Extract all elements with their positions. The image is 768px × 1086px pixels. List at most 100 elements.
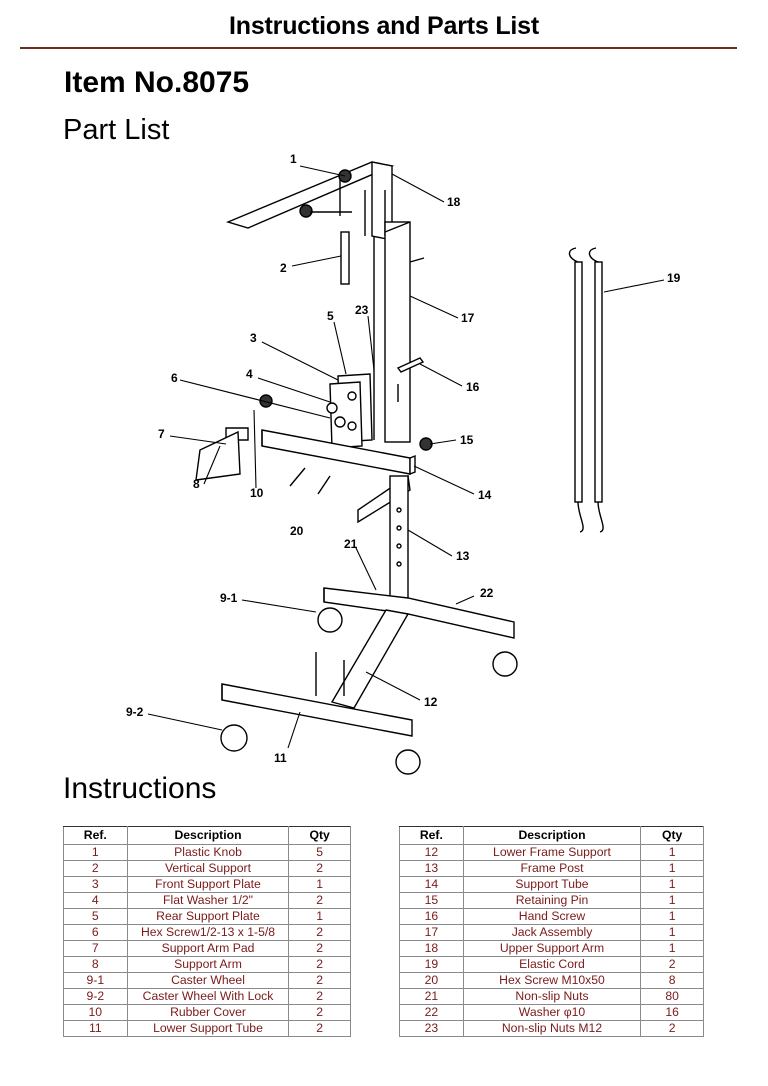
callout-label: 7 [158, 427, 165, 441]
callout-label: 6 [171, 371, 178, 385]
callout-label: 22 [480, 586, 494, 600]
part-qty-cell: 2 [288, 860, 351, 877]
part-description-cell: Washer φ10 [462, 1004, 642, 1021]
ref-header: Ref. [399, 826, 464, 845]
ref-header: Ref. [63, 826, 128, 845]
part-description-cell: Upper Support Arm [462, 940, 642, 957]
part-ref-cell: 3 [63, 876, 128, 893]
qty-header: Qty [288, 826, 351, 845]
callout-label: 20 [290, 524, 304, 538]
part-ref-cell: 9-1 [63, 972, 128, 989]
part-list-heading: Part List [63, 114, 170, 146]
part-description-cell: Support Arm Pad [126, 940, 290, 957]
callout-label: 13 [456, 549, 470, 563]
part-qty-cell: 1 [288, 876, 351, 893]
part-ref-cell: 6 [63, 924, 128, 941]
instructions-heading: Instructions [63, 772, 217, 805]
part-ref-cell: 5 [63, 908, 128, 925]
callout-label: 9-2 [126, 705, 144, 719]
part-description-cell: Frame Post [462, 860, 642, 877]
part-ref-cell: 2 [63, 860, 128, 877]
callout-label: 12 [424, 695, 438, 709]
part-ref-cell: 21 [399, 988, 464, 1005]
part-ref-cell: 22 [399, 1004, 464, 1021]
part-ref-cell: 14 [399, 876, 464, 893]
callout-label: 19 [667, 271, 681, 285]
part-qty-cell: 1 [640, 860, 704, 877]
part-ref-cell: 11 [63, 1020, 128, 1037]
part-ref-cell: 19 [399, 956, 464, 973]
part-ref-cell: 12 [399, 844, 464, 861]
qty-header: Qty [640, 826, 704, 845]
callout-label: 11 [274, 751, 287, 765]
callout-label: 18 [447, 195, 461, 209]
part-qty-cell: 1 [640, 940, 704, 957]
part-description-cell: Retaining Pin [462, 892, 642, 909]
part-qty-cell: 2 [288, 1004, 351, 1021]
part-description-cell: Support Arm [126, 956, 290, 973]
part-qty-cell: 80 [640, 988, 704, 1005]
part-description-cell: Vertical Support [126, 860, 290, 877]
part-description-cell: Jack Assembly [462, 924, 642, 941]
part-ref-cell: 9-2 [63, 988, 128, 1005]
part-description-cell: Rear Support Plate [126, 908, 290, 925]
part-description-cell: Lower Support Tube [126, 1020, 290, 1037]
part-qty-cell: 8 [640, 972, 704, 989]
part-description-cell: Caster Wheel With Lock [126, 988, 290, 1005]
description-header: Description [126, 826, 290, 845]
part-description-cell: Flat Washer 1/2" [126, 892, 290, 909]
part-qty-cell: 2 [288, 988, 351, 1005]
callout-label: 2 [280, 261, 287, 275]
part-qty-cell: 1 [640, 924, 704, 941]
item-number: Item No.8075 [64, 66, 250, 99]
part-qty-cell: 5 [288, 844, 351, 861]
callout-label: 3 [250, 331, 257, 345]
part-ref-cell: 1 [63, 844, 128, 861]
diagram-callouts: 1 2 3 4 5 6 7 8 9-1 9-2 10 11 12 13 14 1… [126, 152, 681, 765]
callout-label: 9-1 [220, 591, 238, 605]
callout-label: 16 [466, 380, 480, 394]
part-ref-cell: 7 [63, 940, 128, 957]
callout-label: 5 [327, 309, 334, 323]
part-description-cell: Hex Screw M10x50 [462, 972, 642, 989]
part-description-cell: Hand Screw [462, 908, 642, 925]
part-qty-cell: 2 [288, 924, 351, 941]
part-description-cell: Lower Frame Support [462, 844, 642, 861]
part-qty-cell: 16 [640, 1004, 704, 1021]
diagram-linework [195, 161, 604, 775]
part-ref-cell: 17 [399, 924, 464, 941]
callout-label: 1 [290, 152, 297, 166]
part-description-cell: Support Tube [462, 876, 642, 893]
part-ref-cell: 15 [399, 892, 464, 909]
part-ref-cell: 20 [399, 972, 464, 989]
callout-label: 14 [478, 488, 492, 502]
part-qty-cell: 2 [640, 1020, 704, 1037]
part-qty-cell: 1 [640, 844, 704, 861]
part-description-cell: Non-slip Nuts [462, 988, 642, 1005]
callout-label: 15 [460, 433, 474, 447]
part-description-cell: Front Support Plate [126, 876, 290, 893]
header-divider [20, 47, 737, 49]
callout-label: 17 [461, 311, 475, 325]
part-ref-cell: 18 [399, 940, 464, 957]
